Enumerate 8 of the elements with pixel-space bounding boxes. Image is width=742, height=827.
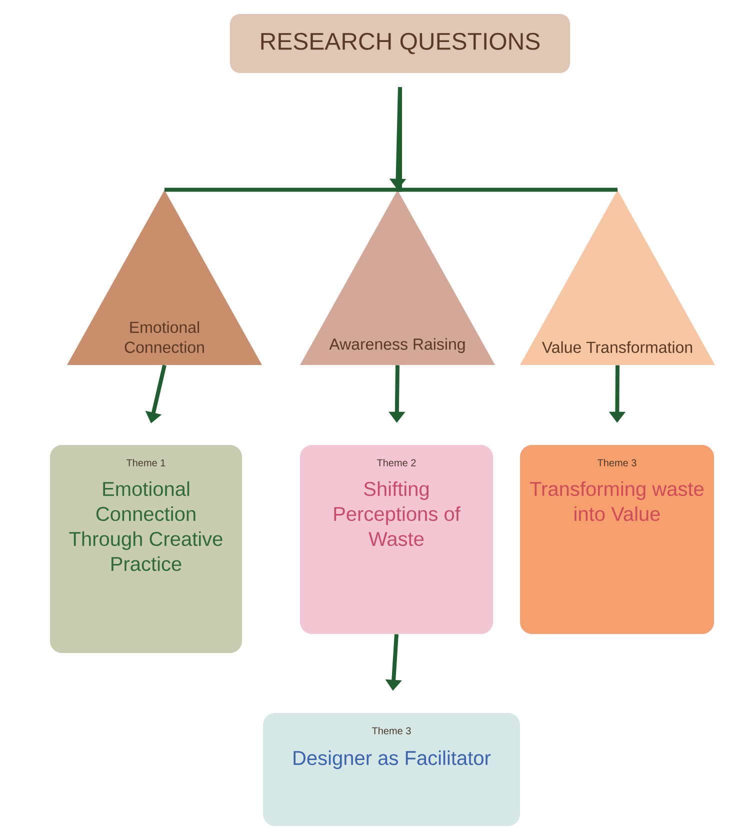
theme-box: Theme 3 Designer as Facilitator bbox=[263, 713, 520, 826]
category-triangle: Value Transformation bbox=[520, 190, 715, 365]
title-box: RESEARCH QUESTIONS bbox=[230, 14, 570, 73]
category-triangle: Awareness Raising bbox=[300, 190, 495, 365]
category-triangle: Emotional Connection bbox=[67, 190, 262, 365]
theme-box: Theme 3 Transforming waste into Value bbox=[520, 445, 714, 634]
theme-box: Theme 1 Emotional Connection Through Creative Practice bbox=[50, 445, 242, 653]
theme-box: Theme 2 Shifting Perceptions of Waste bbox=[300, 445, 493, 634]
